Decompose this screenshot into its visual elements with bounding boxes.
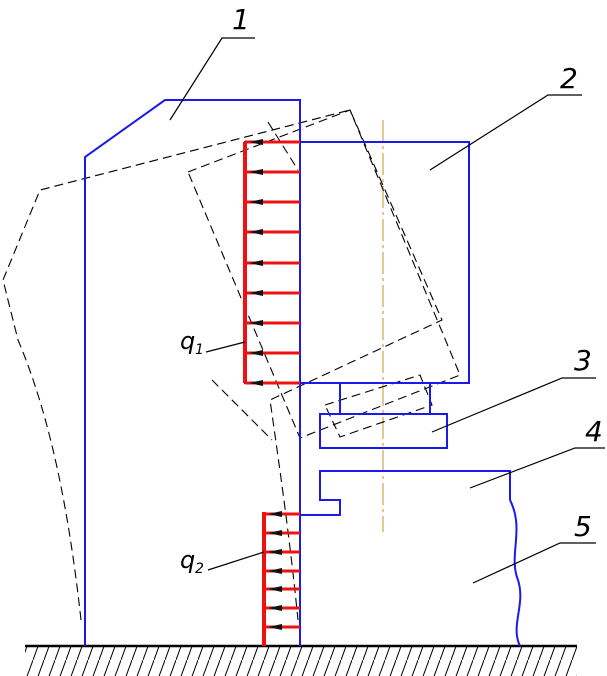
callout-2: 2 [560, 62, 578, 95]
deformed-line-a [211, 379, 273, 441]
leader-4 [469, 447, 605, 489]
load-q2 [262, 511, 300, 646]
load-q1-arrow [245, 380, 300, 386]
deformed-slide [187, 109, 461, 439]
load-q1-arrow [245, 169, 300, 175]
load-q1 [243, 139, 300, 386]
leader-q2 [207, 551, 265, 571]
ground [25, 644, 577, 676]
table-5-break-line [509, 499, 522, 647]
leader-lines [169, 37, 605, 584]
load-q1-arrow [245, 199, 300, 205]
label-q2-index: 2 [195, 561, 204, 577]
leader-5 [472, 542, 596, 584]
load-q2-arrow [264, 511, 300, 517]
leader-1 [169, 37, 255, 121]
load-q2-arrow [264, 568, 300, 574]
callout-4: 4 [585, 415, 603, 448]
deformed-die [324, 374, 433, 438]
load-q1-arrow [245, 290, 300, 296]
leader-2 [429, 94, 582, 171]
callout-3: 3 [574, 344, 592, 377]
load-q1-arrow [245, 320, 300, 326]
load-q1-arrow [245, 260, 300, 266]
press-structure [84, 99, 522, 647]
leader-3 [431, 377, 596, 433]
load-q2-arrow [264, 586, 300, 592]
load-q1-arrow [245, 350, 300, 356]
callout-5: 5 [574, 510, 592, 543]
load-q2-arrow [264, 624, 300, 630]
load-q1-arrow [245, 139, 300, 145]
label-q1-index: 1 [195, 342, 204, 358]
load-q2-arrows [264, 511, 300, 630]
label-q1-symbol: q [180, 327, 195, 355]
callout-1: 1 [232, 3, 250, 36]
load-q2-arrow [264, 530, 300, 536]
label-q2-symbol: q [180, 546, 195, 574]
load-q1-arrows [245, 139, 300, 386]
load-q2-arrow [264, 549, 300, 555]
die-3 [319, 413, 448, 449]
load-q2-arrow [264, 605, 300, 611]
deformed-line-b [267, 121, 299, 171]
deformed-frame [2, 109, 443, 621]
frame-1 [84, 99, 511, 646]
load-q1-arrow [245, 229, 300, 235]
deformed-frame-outline [2, 109, 461, 621]
leader-q1 [205, 341, 246, 353]
ground-hatching [25, 646, 577, 676]
